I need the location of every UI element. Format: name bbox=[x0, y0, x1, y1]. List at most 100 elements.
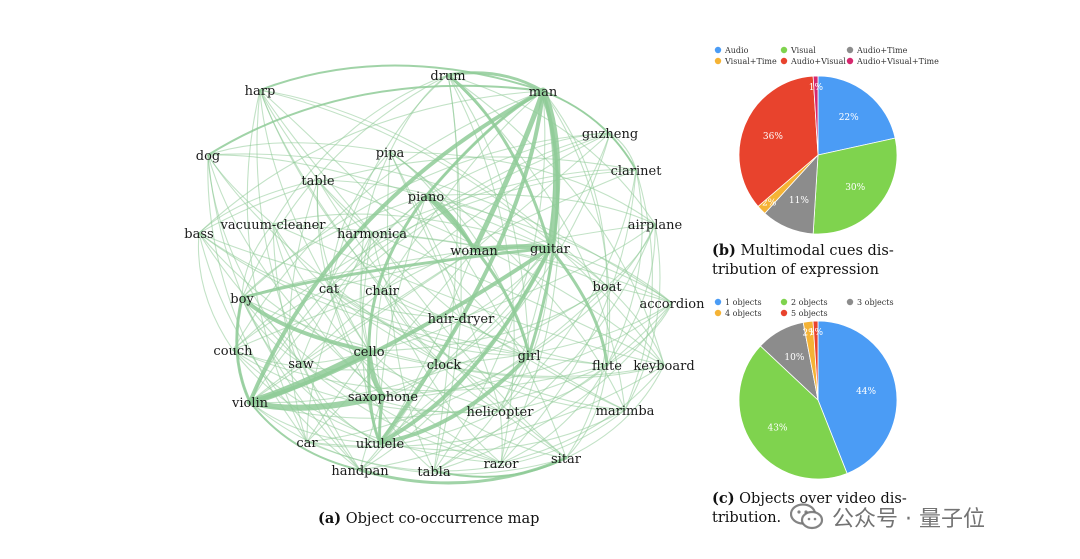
node-label-razor: razor bbox=[484, 457, 520, 472]
caption-a-text: Object co-occurrence map bbox=[345, 511, 540, 527]
network-edges bbox=[197, 64, 673, 485]
node-label-ukulele: ukulele bbox=[356, 437, 405, 452]
node-label-drum: drum bbox=[430, 69, 465, 84]
network-edge bbox=[433, 90, 546, 472]
node-label-boy: boy bbox=[230, 292, 254, 307]
network-edge-strong bbox=[367, 194, 428, 353]
network-edge bbox=[549, 247, 673, 304]
network-edge bbox=[288, 179, 319, 443]
caption-a: (a) Object co-occurrence map bbox=[318, 509, 539, 529]
network-edge bbox=[232, 90, 544, 351]
node-label-saxophone: saxophone bbox=[348, 390, 418, 405]
legend-marker bbox=[846, 57, 854, 65]
network-edge bbox=[500, 364, 608, 464]
node-label-keyboard: keyboard bbox=[633, 359, 694, 374]
legend-marker bbox=[780, 57, 788, 65]
legend-marker bbox=[846, 46, 854, 54]
network-edge bbox=[460, 317, 626, 411]
network-edge bbox=[433, 223, 656, 472]
legend-marker bbox=[714, 46, 722, 54]
network-edge-strong bbox=[527, 89, 559, 357]
legend-label: 5 objects bbox=[791, 309, 828, 318]
watermark-text: 公众号 · 量子位 bbox=[832, 507, 985, 532]
caption-b: (b) Multimodal cues dis- tribution of ex… bbox=[712, 241, 927, 280]
pie-slice bbox=[738, 345, 848, 480]
node-label-violin: violin bbox=[231, 396, 269, 411]
legend-label: Audio+Visual bbox=[790, 57, 846, 66]
network-edge bbox=[198, 90, 544, 234]
network-edge-strong bbox=[249, 401, 361, 471]
node-label-man: man bbox=[529, 85, 558, 100]
network-edge bbox=[371, 232, 445, 365]
network-edge bbox=[241, 223, 274, 299]
network-edge-strong bbox=[248, 89, 545, 404]
network-edge bbox=[306, 364, 665, 447]
network-edge bbox=[565, 364, 608, 459]
pie-slice bbox=[812, 137, 898, 235]
pie-data-label: 43% bbox=[767, 424, 787, 434]
network-edge bbox=[272, 213, 551, 249]
legend-marker bbox=[846, 298, 854, 306]
caption-a-tag: (a) bbox=[318, 510, 342, 527]
pie-data-label: 36% bbox=[763, 132, 783, 142]
network-edge bbox=[328, 151, 391, 289]
network-edge-strong bbox=[207, 84, 544, 156]
network-edge bbox=[306, 285, 608, 443]
network-edge bbox=[433, 317, 462, 472]
network-edge bbox=[460, 223, 656, 319]
node-label-car: car bbox=[296, 436, 318, 451]
network-edge bbox=[272, 223, 445, 365]
network-edge-strong bbox=[378, 353, 531, 445]
legend-label: 4 objects bbox=[725, 309, 762, 318]
node-label-dog: dog bbox=[196, 149, 220, 164]
network-edge bbox=[272, 74, 449, 225]
network-edge bbox=[259, 89, 373, 234]
pie-slice bbox=[812, 75, 819, 156]
network-edge bbox=[259, 89, 665, 366]
network-edge-strong bbox=[424, 89, 545, 198]
caption-c-line2: tribution. bbox=[712, 510, 782, 526]
network-edge bbox=[565, 364, 665, 459]
network-edge-strong bbox=[259, 64, 544, 92]
network-edge bbox=[306, 441, 567, 475]
node-label-vacuum-cleaner: vacuum-cleaner bbox=[219, 218, 326, 233]
network-edge bbox=[606, 223, 656, 366]
node-label-woman: woman bbox=[450, 244, 498, 259]
network-edge-strong bbox=[433, 457, 567, 478]
pie-data-label: 2% bbox=[762, 198, 777, 208]
network-edge bbox=[624, 169, 653, 411]
network-edge bbox=[317, 179, 665, 366]
network-edge bbox=[359, 302, 673, 471]
legend-label: Audio bbox=[724, 46, 749, 55]
network-edge bbox=[499, 410, 503, 464]
network-edge bbox=[499, 364, 608, 412]
network-edge bbox=[207, 154, 445, 365]
legend-marker bbox=[714, 298, 722, 306]
node-label-saw: saw bbox=[288, 357, 314, 372]
network-edge bbox=[382, 363, 445, 397]
node-label-accordion: accordion bbox=[639, 297, 705, 312]
legend-marker bbox=[714, 309, 722, 317]
network-edge bbox=[381, 169, 637, 291]
network-edge bbox=[499, 169, 637, 412]
pie-data-label: 10% bbox=[784, 353, 804, 363]
pie-data-label: 11% bbox=[789, 196, 809, 206]
network-edge bbox=[433, 409, 626, 472]
network-edge-strong bbox=[424, 194, 531, 357]
network-edge bbox=[197, 232, 234, 351]
pie-slice bbox=[817, 320, 898, 474]
network-edge bbox=[259, 89, 370, 352]
network-edge-strong bbox=[378, 246, 552, 445]
legend-marker bbox=[714, 57, 722, 65]
network-edge bbox=[606, 169, 643, 366]
pie-data-label: 30% bbox=[845, 183, 865, 193]
network-edge-strong bbox=[542, 90, 637, 171]
network-edge-strong bbox=[446, 71, 545, 93]
network-edge bbox=[359, 395, 384, 471]
caption-b-line1: Multimodal cues dis- bbox=[740, 243, 894, 259]
pie-data-label: 44% bbox=[856, 387, 876, 397]
network-edge-strong bbox=[247, 393, 386, 411]
network-edge bbox=[379, 132, 611, 444]
node-label-helicopter: helicopter bbox=[467, 405, 535, 420]
